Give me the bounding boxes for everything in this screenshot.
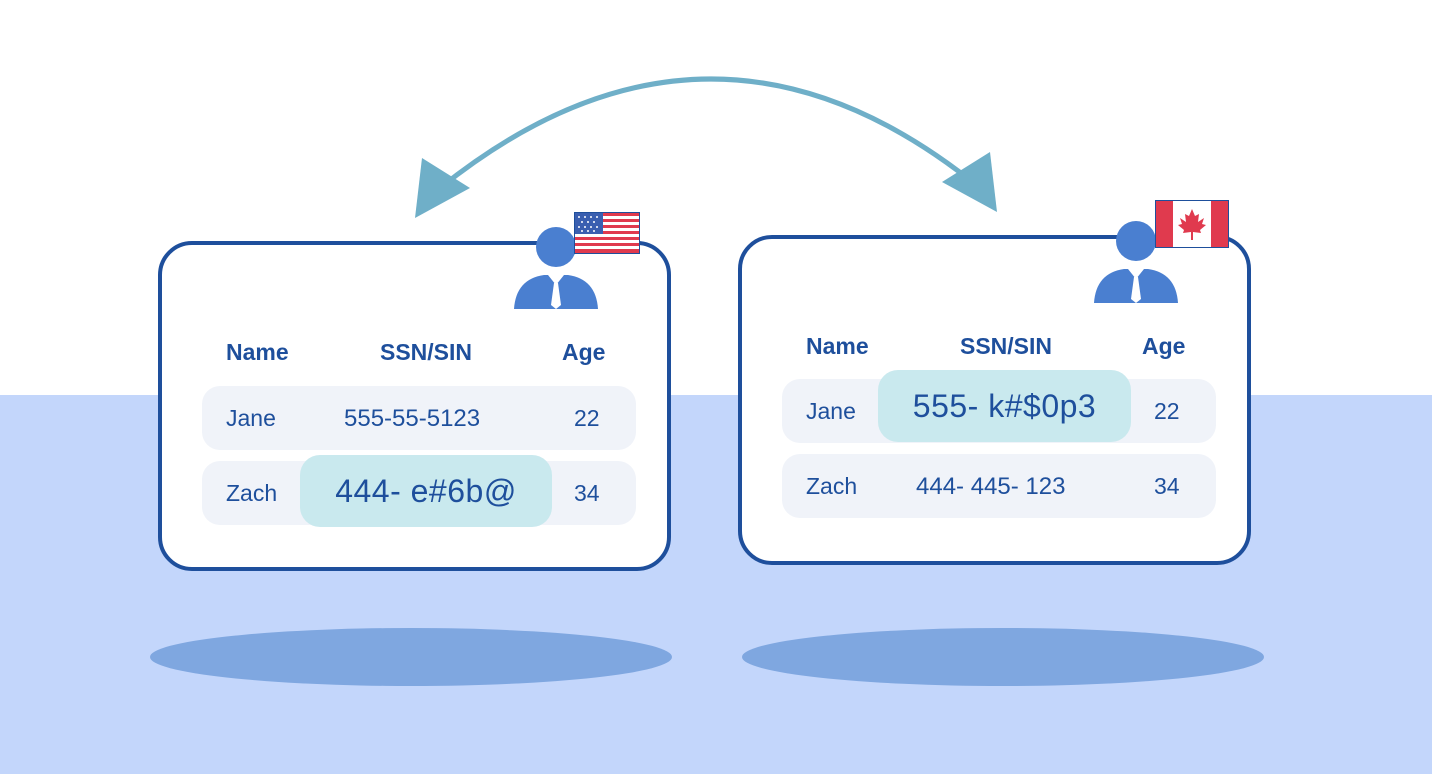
person-icon [1094, 221, 1178, 303]
arrow-arc [438, 76, 982, 190]
cell-age: 22 [1154, 398, 1180, 424]
table-header: Name SSN/SIN Age [742, 333, 1247, 363]
header-age: Age [1142, 333, 1186, 359]
table-row: Zach 444- 445- 123 34 [782, 454, 1216, 518]
right-card-shadow [742, 628, 1264, 686]
right-record-card: Name SSN/SIN Age Jane 22 555- k#$0p3 Zac… [738, 200, 1251, 565]
cell-age: 22 [574, 405, 600, 431]
header-age: Age [562, 339, 606, 365]
cell-ssn: 555-55-5123 [344, 405, 481, 432]
cell-age: 34 [1154, 473, 1180, 499]
cell-ssn: 444- 445- 123 [916, 473, 1066, 500]
left-record-card: Name SSN/SIN Age Jane 555-55-5123 22 Zac… [158, 212, 671, 571]
highlighted-ssn: 444- e#6b@ [300, 455, 552, 527]
arrow-head-left [415, 158, 470, 218]
table-row: Jane 555-55-5123 22 [202, 386, 636, 450]
header-name: Name [806, 333, 869, 359]
us-flag-icon [574, 212, 640, 254]
person-icon [514, 227, 598, 309]
cell-name: Jane [226, 405, 276, 431]
cell-name: Zach [806, 473, 858, 499]
canada-flag-icon [1155, 200, 1229, 248]
header-name: Name [226, 339, 289, 365]
cell-age: 34 [574, 480, 600, 506]
cell-name: Zach [226, 480, 278, 506]
header-ssn: SSN/SIN [960, 333, 1053, 359]
arrow-head-right [942, 152, 997, 212]
header-ssn: SSN/SIN [380, 339, 473, 365]
left-card-shadow [150, 628, 672, 686]
highlighted-ssn: 555- k#$0p3 [878, 370, 1131, 442]
cell-name: Jane [806, 398, 856, 424]
table-header: Name SSN/SIN Age [162, 339, 667, 369]
